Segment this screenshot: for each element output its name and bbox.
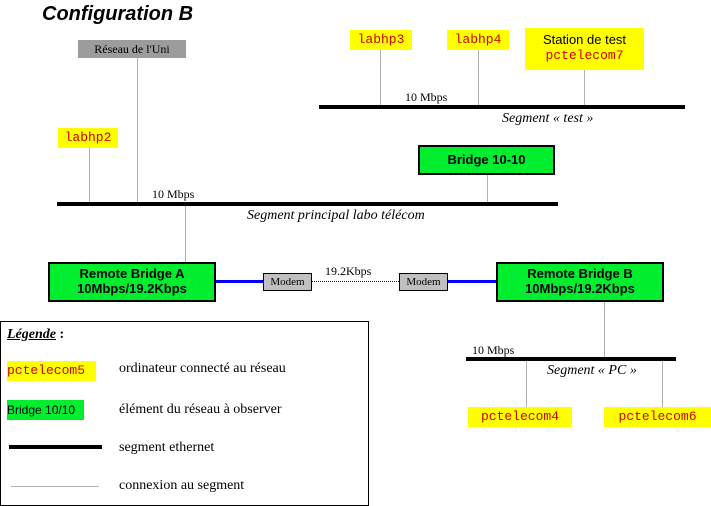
station-label: Station de test <box>542 32 627 47</box>
segment-test-speed: 10 Mbps <box>405 90 448 104</box>
legend-segment-desc: segment ethernet <box>119 440 215 455</box>
link-modem-bridge-b <box>448 280 496 283</box>
modem-right: Modem <box>399 273 448 291</box>
diagram-title: Configuration B <box>42 3 194 25</box>
legend-sample-computer: pctelecom5 <box>7 361 96 381</box>
connector-labhp2 <box>89 148 90 202</box>
segment-pc-speed: 10 Mbps <box>472 343 515 357</box>
node-labhp3: labhp3 <box>350 30 412 50</box>
legend-box: Légende : pctelecom5 ordinateur connecté… <box>0 321 369 506</box>
legend-sample-segment <box>9 445 102 449</box>
segment-test-label: Segment « test » <box>502 111 594 126</box>
link-speed: 19.2Kbps <box>325 264 372 278</box>
connector-remote-b <box>604 302 605 357</box>
node-labhp2: labhp2 <box>58 128 118 148</box>
legend-sample-connection <box>11 486 99 487</box>
segment-main <box>57 202 558 206</box>
connector-remote-a <box>185 206 186 262</box>
bridge-10-10: Bridge 10-10 <box>418 145 555 175</box>
legend-sample-element: Bridge 10/10 <box>7 400 84 420</box>
legend-connection-desc: connexion au segment <box>119 478 245 493</box>
legend-title-row: Légende : <box>7 327 64 343</box>
legend-computer-desc: ordinateur connecté au réseau <box>119 361 286 376</box>
legend-title: Légende <box>7 327 56 342</box>
connector-bridge-1010-main <box>487 175 488 202</box>
connector-station-test <box>584 70 585 105</box>
segment-pc <box>466 357 676 361</box>
station-hostname: pctelecom7 <box>545 48 624 63</box>
node-reseau-uni: Réseau de l'Uni <box>78 40 186 58</box>
connector-labhp3 <box>380 50 381 105</box>
node-pctelecom4: pctelecom4 <box>468 407 572 427</box>
segment-main-label: Segment principal labo télécom <box>247 208 425 223</box>
remote-bridge-b-name: Remote Bridge B <box>527 266 633 281</box>
remote-bridge-b-speed: 10Mbps/19.2Kbps <box>525 281 635 296</box>
node-labhp4: labhp4 <box>447 30 509 50</box>
connector-labhp4 <box>478 50 479 105</box>
modem-left: Modem <box>263 273 312 291</box>
legend-element-desc: élément du réseau à observer <box>119 402 282 417</box>
node-pctelecom6: pctelecom6 <box>604 407 711 427</box>
link-bridge-a-modem <box>216 280 263 283</box>
connector-reseau-uni <box>137 58 138 202</box>
legend-title-suffix: : <box>55 327 65 342</box>
connector-pctelecom6 <box>662 361 663 407</box>
remote-bridge-a: Remote Bridge A 10Mbps/19.2Kbps <box>48 262 216 302</box>
segment-test <box>319 105 685 109</box>
remote-bridge-a-speed: 10Mbps/19.2Kbps <box>77 281 187 296</box>
segment-main-speed: 10 Mbps <box>152 187 195 201</box>
remote-bridge-b: Remote Bridge B 10Mbps/19.2Kbps <box>496 262 664 302</box>
segment-pc-label: Segment « PC » <box>547 363 637 378</box>
connector-pctelecom4 <box>526 361 527 407</box>
link-modem-dotted <box>312 281 399 282</box>
node-station-test: Station de test pctelecom7 <box>525 28 644 70</box>
remote-bridge-a-name: Remote Bridge A <box>79 266 185 281</box>
